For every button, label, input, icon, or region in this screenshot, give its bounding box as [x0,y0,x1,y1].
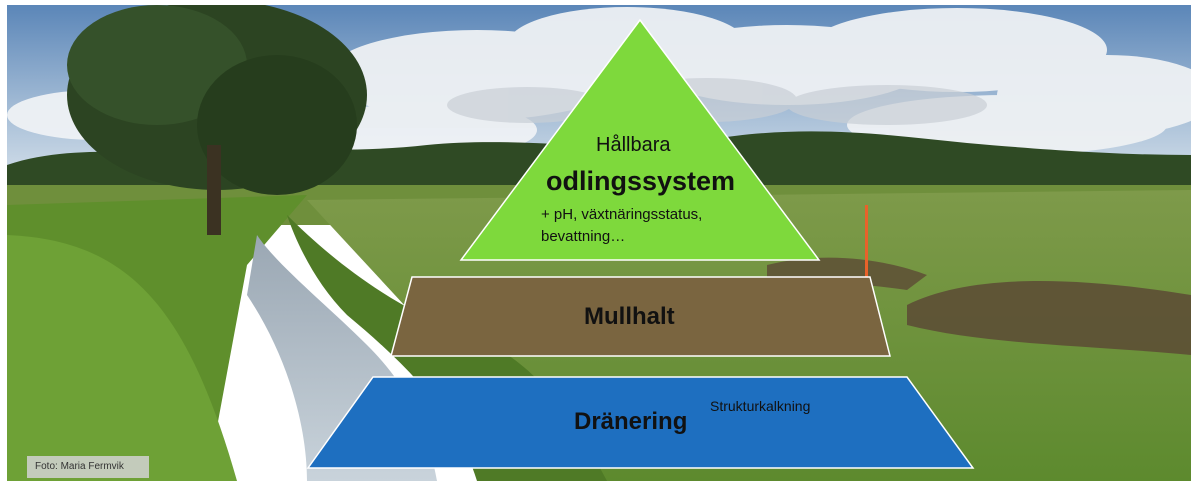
top-tier-line2: odlingssystem [546,166,736,196]
top-tier-line3: + pH, växtnäringsstatus, [541,206,703,223]
pyramid-middle-tier [390,276,891,357]
middle-tier-label: Mullhalt [584,303,675,330]
top-tier-line4: bevattning… [541,228,626,245]
bottom-tier-superscript: Strukturkalkning [710,398,811,414]
photo-credit: Foto: Maria Fermvik [27,456,149,478]
pyramid-bottom-tier [306,376,975,469]
bottom-tier-label: Dränering [574,408,688,435]
top-tier-line1: Hållbara [596,134,671,156]
pyramid-top-tier [459,18,821,261]
landscape-photo [7,5,1191,481]
